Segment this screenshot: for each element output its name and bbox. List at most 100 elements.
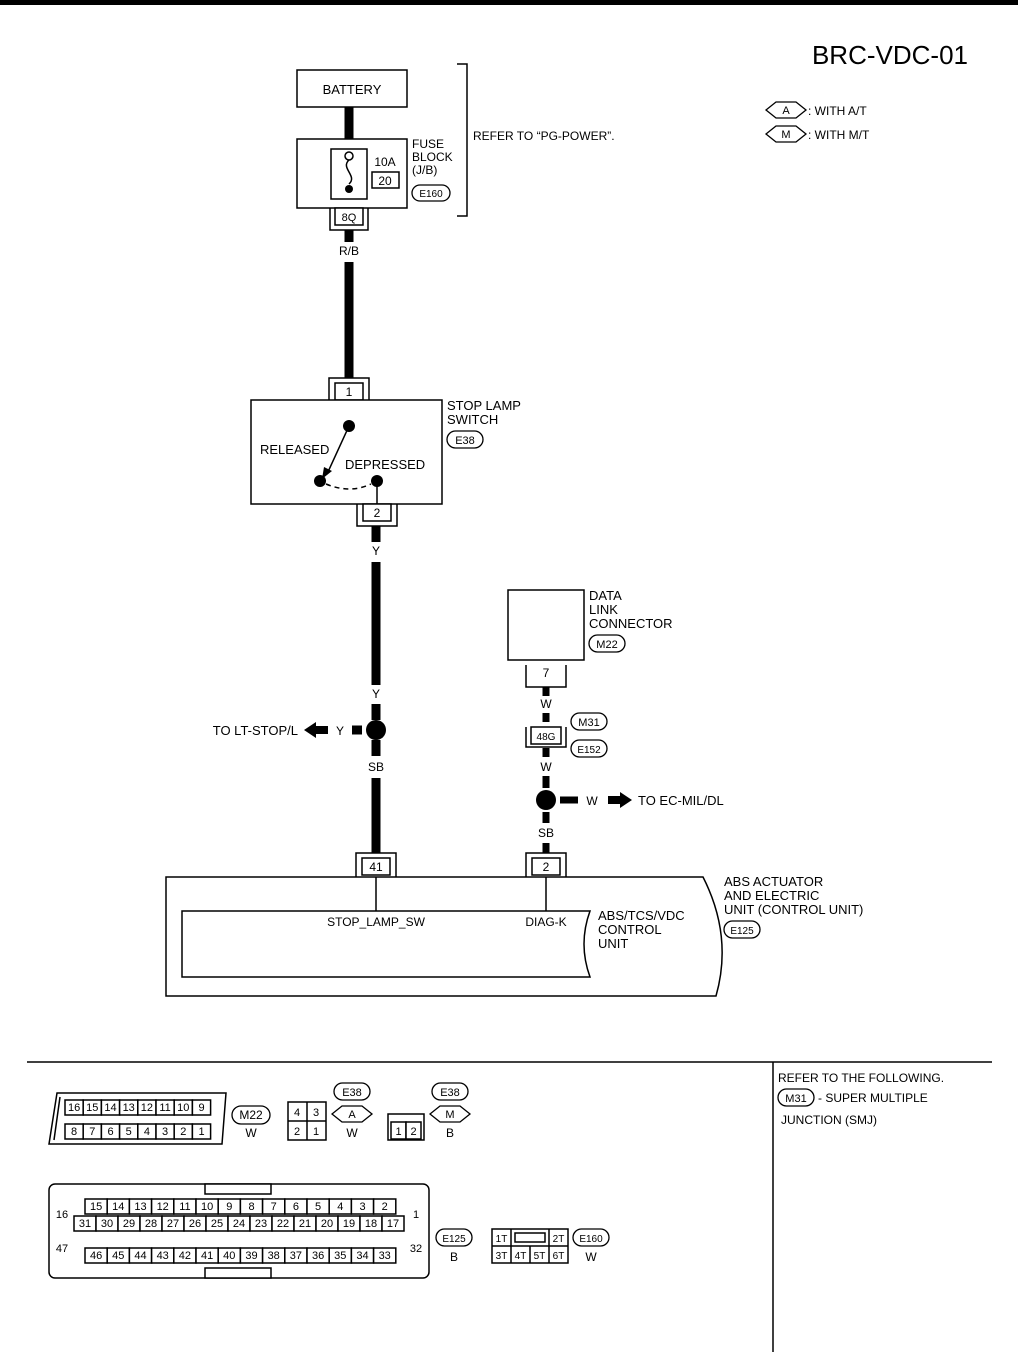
e125-pin: 12	[157, 1201, 169, 1213]
e125-cell	[372, 1247, 397, 1264]
joint-terminal-48g: 48G	[537, 732, 556, 743]
abs-connector-pill	[723, 920, 761, 939]
e38-mt-code: E38	[440, 1087, 460, 1099]
splice-w	[536, 790, 556, 810]
switch-lever	[326, 425, 350, 475]
splice-y	[366, 720, 386, 740]
abs-unit-label-3: UNIT (CONTROL UNIT)	[724, 902, 863, 917]
e38-at-variant: A	[348, 1109, 356, 1121]
e160-pin: 6T	[553, 1251, 565, 1262]
e125-pin: 4	[337, 1201, 343, 1213]
m22-pin: 16	[68, 1102, 80, 1114]
dlc-label-3: CONNECTOR	[589, 616, 673, 631]
refer-bracket	[457, 63, 468, 217]
e125-pin: 26	[189, 1218, 201, 1230]
abs-unit-label-2: AND ELECTRIC	[724, 888, 819, 903]
fuse-terminal-top	[344, 151, 354, 161]
e38-at-code-pill	[333, 1082, 371, 1101]
arrow-left-icon	[304, 722, 328, 738]
e125-pin: 45	[112, 1250, 124, 1262]
branch-left-label: TO LT-STOP/L	[213, 723, 298, 738]
fuse-number-box	[371, 171, 400, 189]
m22-pin: 12	[141, 1102, 153, 1114]
e125-cell	[381, 1215, 405, 1232]
e125-pin: 33	[379, 1250, 391, 1262]
e160-color: W	[585, 1250, 597, 1264]
e125-side-pin: 47	[56, 1243, 68, 1255]
e125-pin: 15	[90, 1201, 102, 1213]
fuse-connector-code: E160	[419, 189, 443, 200]
e160-code-pill	[572, 1228, 610, 1247]
e125-cell	[372, 1198, 397, 1215]
signal-diag-k: DIAG-K	[525, 915, 566, 929]
m22-pin: 6	[107, 1126, 113, 1138]
switch-terminal-1-bracket	[328, 377, 370, 400]
abs-pin-41: 41	[369, 860, 383, 874]
abs-pin-41-box	[361, 857, 391, 876]
e160-pin: 4T	[515, 1251, 527, 1262]
dlc-label-1: DATA	[589, 588, 622, 603]
joint-connector-bottom: E152	[577, 745, 601, 756]
branch-right-label: TO EC-MIL/DL	[638, 793, 724, 808]
top-border	[0, 0, 1018, 5]
switch-terminal-1: 1	[346, 385, 353, 399]
control-unit-label-1: ABS/TCS/VDC	[598, 908, 685, 923]
e160-pin: 1T	[496, 1234, 508, 1245]
wire-color-sb-left: SB	[368, 760, 384, 774]
e38-mt-code-pill	[431, 1082, 469, 1101]
switch-connector-code: E38	[455, 435, 475, 447]
e38-at-color: W	[346, 1126, 358, 1140]
m22-pin: 4	[144, 1126, 150, 1138]
signal-stop-lamp-sw: STOP_LAMP_SW	[327, 915, 425, 929]
e125-pin: 41	[201, 1250, 213, 1262]
switch-label-1: STOP LAMP	[447, 398, 521, 413]
joint-connector-top-pill	[570, 712, 608, 731]
e125-pin: 42	[179, 1250, 191, 1262]
e125-pin: 13	[134, 1201, 146, 1213]
e125-pin: 23	[255, 1218, 267, 1230]
e125-pin: 39	[245, 1250, 257, 1262]
refer-item-pill	[777, 1088, 815, 1107]
switch-dashed-path	[325, 483, 372, 490]
switch-connector-pill	[446, 430, 484, 449]
e125-pin: 25	[211, 1218, 223, 1230]
abs-pin-2-bracket	[525, 852, 567, 877]
e125-pin: 36	[312, 1250, 324, 1262]
refer-item-text-2: JUNCTION (SMJ)	[781, 1113, 877, 1127]
battery: BATTERY	[296, 69, 408, 108]
refer-item-text-1: - SUPER MULTIPLE	[818, 1091, 928, 1105]
joint-connector-bottom-pill	[570, 739, 608, 758]
m22-pin: 14	[104, 1102, 116, 1114]
fuse-block: 10A 20 FUSE BLOCK (J/B) E160 8Q	[296, 137, 453, 231]
m22-code: M22	[239, 1108, 263, 1122]
e38-mt-pin: 2	[410, 1126, 416, 1138]
e125-pin: 3	[359, 1201, 365, 1213]
e125-pin: 8	[248, 1201, 254, 1213]
dlc-terminal-7: 7	[543, 666, 550, 680]
e125-pin: 10	[201, 1201, 213, 1213]
e125-pin: 44	[134, 1250, 146, 1262]
mt-diamond-icon	[428, 1105, 472, 1123]
e160-pin: 5T	[534, 1251, 546, 1262]
e38-at-pin: 2	[294, 1126, 300, 1138]
switch-terminal-2-box	[362, 503, 392, 522]
e125-pin: 11	[179, 1201, 190, 1213]
wire-color-y-top: Y	[372, 544, 380, 558]
e38-mt-color: B	[446, 1126, 454, 1140]
e125-pin: 34	[356, 1250, 368, 1262]
arrow-right-icon	[608, 792, 632, 808]
switch-state-depressed: DEPRESSED	[345, 457, 425, 472]
e125-code-pill	[435, 1228, 473, 1247]
e125-pin: 35	[334, 1250, 346, 1262]
fuse-number: 20	[378, 174, 392, 188]
switch-label-2: SWITCH	[447, 412, 498, 427]
at-diamond-icon	[764, 101, 808, 119]
abs-unit-inner	[181, 910, 592, 978]
at-diamond-icon	[330, 1105, 374, 1123]
e125-pin: 29	[123, 1218, 135, 1230]
e160-pin: 2T	[553, 1234, 565, 1245]
e125-pin: 43	[157, 1250, 169, 1262]
